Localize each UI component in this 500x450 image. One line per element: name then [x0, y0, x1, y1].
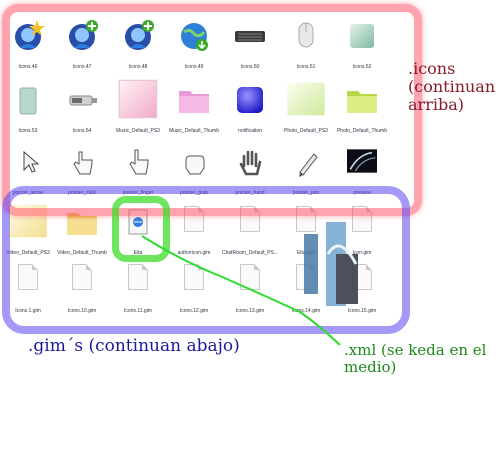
photo-folder-icon [347, 91, 377, 113]
pointer-grab-icon [185, 155, 205, 175]
file-label: Icons.51 [296, 64, 316, 70]
file-label: notification [238, 128, 262, 134]
file-icons-49[interactable]: Icons.49 [166, 8, 222, 78]
pointer-finger-icon [129, 149, 149, 175]
file-music-default-thumb[interactable]: Music_Default_Thumb [166, 72, 222, 142]
file-label: Photo_Default_PS3 [284, 128, 328, 134]
file-label: Icons.1.gim [15, 308, 41, 314]
file-icon [18, 264, 38, 290]
file-icons-54[interactable]: Icons.54 [54, 72, 110, 142]
notification-icon [237, 87, 263, 113]
file-label: Icons.49 [184, 64, 204, 70]
file-photo-default-thumb[interactable]: Photo_Default_Thumb [334, 72, 390, 142]
gims-highlight-frame [2, 186, 410, 334]
file-photo-default-ps3[interactable]: Photo_Default_PS3 [278, 72, 334, 142]
file-label: Icons.52 [352, 64, 372, 70]
file-notification[interactable]: notification [222, 72, 278, 142]
file-label: Video_Default_Thumb [57, 250, 107, 256]
messenger-star-icon [15, 20, 45, 50]
file-label: Icon.gim [352, 250, 372, 256]
keyboard-icon [235, 31, 265, 42]
file-video-default-thumb[interactable]: Video_Default_Thumb [54, 194, 110, 264]
usb-stick-icon [69, 95, 97, 106]
file-icons-46[interactable]: Icons.46 [0, 8, 56, 78]
icons-note: .icons (continuan arriba) [408, 59, 496, 114]
file-icons-52[interactable]: Icons.52 [334, 8, 390, 78]
mouse-icon [298, 22, 314, 48]
file-label: Icons.10.gim [67, 308, 97, 314]
file-icons-10-gim[interactable]: Icons.10.gim [54, 252, 110, 322]
globe-download-icon [181, 23, 208, 51]
gims-note: .gim´s (continuan abajo) [28, 336, 240, 356]
video-folder-icon [67, 213, 97, 235]
file-label: Photo_Default_Thumb [336, 128, 388, 134]
preview-image-icon [347, 149, 377, 173]
messenger-add-icon [69, 20, 98, 50]
file-label: Music_Default_PS3 [116, 128, 160, 134]
icons-highlight-frame [2, 4, 422, 216]
music-thumb-icon [118, 79, 158, 119]
pointer-open-hand-icon [239, 150, 262, 176]
file-label: Icons.53 [18, 128, 38, 134]
xml-note: .xml (se keda en el medio) [344, 341, 487, 376]
file-music-default-ps3[interactable]: Music_Default_PS3 [110, 72, 166, 142]
photo-thumb-icon [287, 82, 325, 116]
pointer-hand-icon [73, 151, 93, 175]
file-icons-50[interactable]: Icons.50 [222, 8, 278, 78]
file-icons-53[interactable]: Icons.53 [0, 72, 56, 142]
file-label: Icons.54 [72, 128, 92, 134]
file-label: Icons.11.gim [124, 308, 152, 314]
file-label: Music_Default_Thumb [168, 128, 220, 134]
music-folder-icon [179, 91, 209, 113]
device-icon [19, 87, 37, 115]
messenger-add-icon [125, 20, 154, 50]
file-label: Icons.15.gim [347, 308, 377, 314]
file-label: Icons.47 [72, 64, 92, 70]
file-icons-51[interactable]: Icons.51 [278, 8, 334, 78]
file-label: Video_Default_PS3 [6, 250, 50, 256]
file-label: Icons.50 [240, 64, 260, 70]
file-preview[interactable]: preview [334, 134, 390, 204]
xml-highlight-frame [112, 196, 170, 262]
file-label: Icons.46 [18, 64, 38, 70]
file-icons-48[interactable]: Icons.48 [110, 8, 166, 78]
green-square-icon [350, 24, 374, 48]
file-icon [72, 264, 92, 290]
pointer-pen-icon [299, 153, 318, 177]
file-label: Icons.48 [128, 64, 148, 70]
file-icons-1-gim[interactable]: Icons.1.gim [0, 252, 56, 322]
file-label: Eita [133, 250, 143, 256]
pointer-arrow-icon [23, 150, 40, 173]
file-icons-47[interactable]: Icons.47 [54, 8, 110, 78]
